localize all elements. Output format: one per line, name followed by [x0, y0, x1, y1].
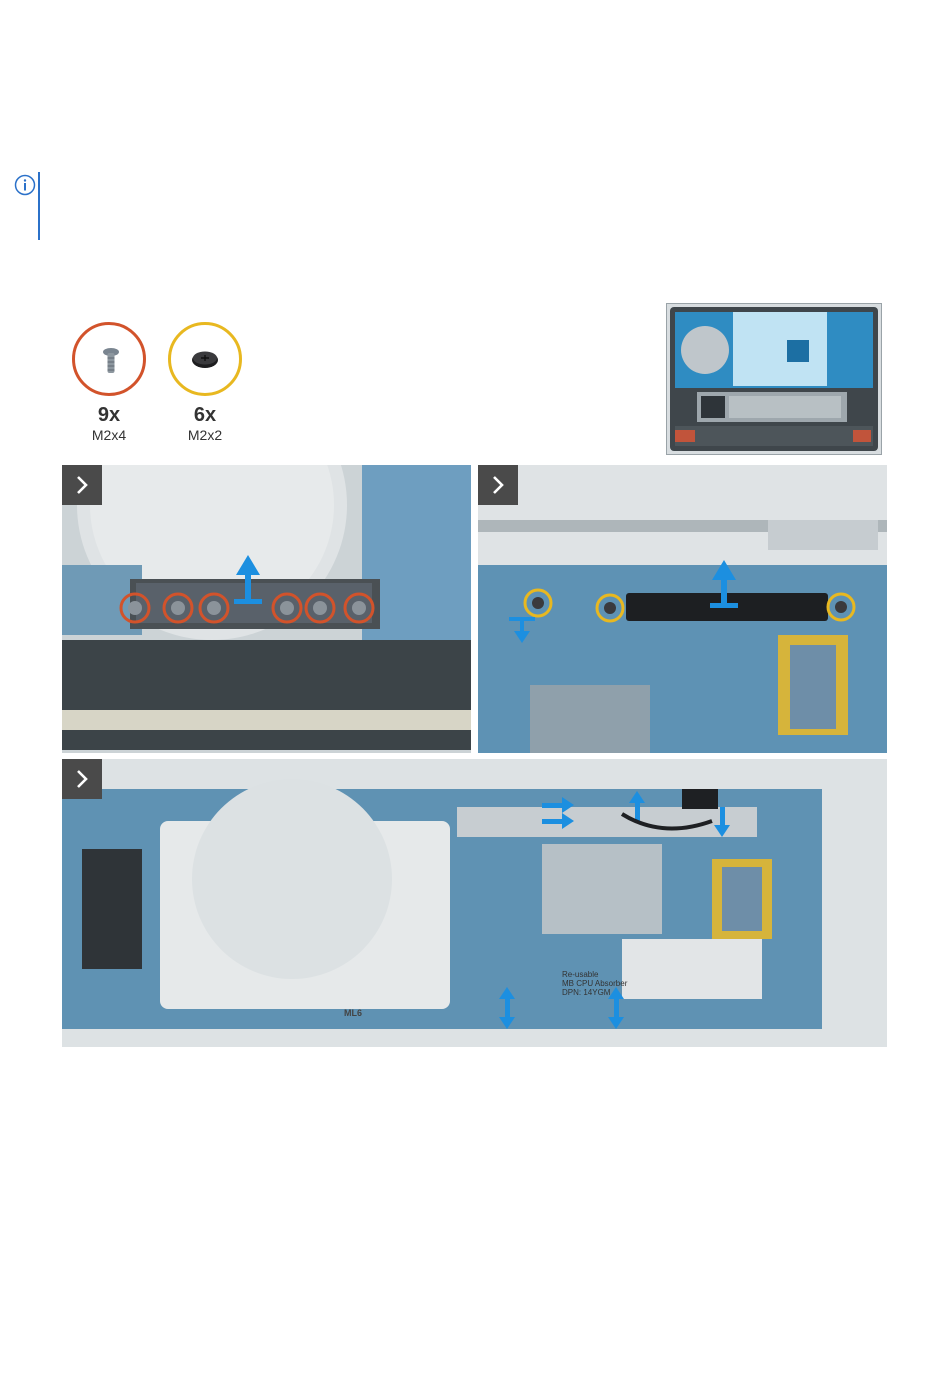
connector-arrow-icon	[499, 987, 624, 1029]
lift-arrow-icon	[234, 555, 262, 604]
laptop-base-overview-image	[666, 303, 882, 455]
screw-ring	[168, 322, 242, 396]
step-2-annotations	[478, 465, 887, 753]
slide-arrow-icon	[509, 617, 535, 643]
step-3-image: ML6 Re-usable MB CPU Absorber DPN: 14YGM	[62, 759, 887, 1047]
note-bar	[38, 172, 40, 240]
step-1-image	[62, 465, 471, 753]
step-1-annotations	[62, 465, 471, 753]
screw-qty: 9x	[64, 404, 154, 426]
note-callout	[12, 172, 52, 242]
screw-size: M2x2	[160, 426, 250, 444]
screw-m2x4-icon	[75, 325, 143, 393]
screw-legend-m2x2: 6x M2x2	[160, 322, 250, 444]
step-2-image	[478, 465, 887, 753]
screw-ring	[72, 322, 146, 396]
screw-qty: 6x	[160, 404, 250, 426]
screw-size: M2x4	[64, 426, 154, 444]
step-3-annotations	[62, 759, 887, 1047]
laptop-base-overview-icon	[667, 304, 881, 454]
screw-legend-m2x4: 9x M2x4	[64, 322, 154, 444]
info-circle-icon	[14, 174, 36, 196]
screw-m2x2-icon	[171, 325, 239, 393]
